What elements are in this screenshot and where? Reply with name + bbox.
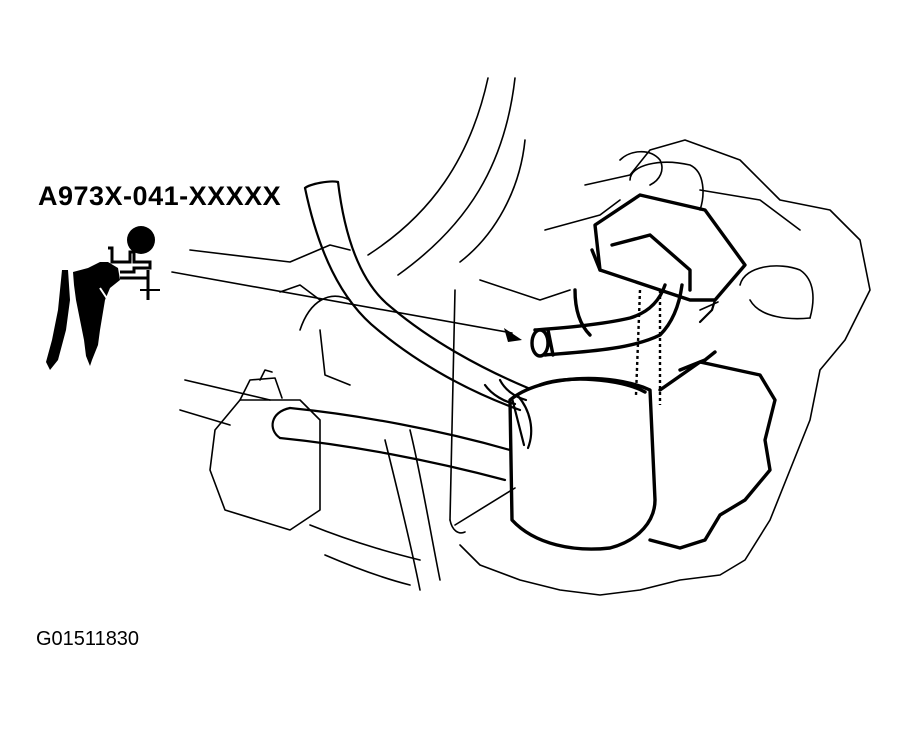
frame-rails xyxy=(189,244,441,591)
engine-block xyxy=(449,139,871,596)
vacuum-pump-gauge-icon xyxy=(46,226,160,370)
caps xyxy=(629,161,814,320)
upper-hoses xyxy=(367,77,526,276)
valve-housing xyxy=(590,193,747,324)
leader-arrowhead xyxy=(504,328,522,342)
leader-lines xyxy=(171,271,719,526)
vacuum-hose xyxy=(530,283,684,405)
main-hose xyxy=(303,180,530,412)
pointer-line-right xyxy=(699,301,719,311)
canister xyxy=(508,350,777,551)
pointer-line-to-hose xyxy=(171,271,513,334)
lower-hose xyxy=(271,394,533,482)
pointer-line-lower xyxy=(454,487,516,526)
figure-id-label: G01511830 xyxy=(36,628,140,650)
tool-part-number-label: A973X-041-XXXXX xyxy=(38,181,282,211)
left-bracket xyxy=(179,295,351,531)
